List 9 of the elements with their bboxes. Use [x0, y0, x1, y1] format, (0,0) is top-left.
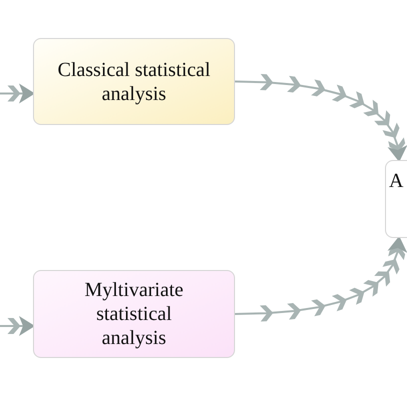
box-label: A — [389, 169, 404, 193]
chevron-arrow — [0, 84, 33, 104]
box-label: Classical statistical analysis — [56, 58, 212, 106]
chevron-arrow — [234, 74, 407, 160]
box-label: Myltivariate statistical analysis — [84, 278, 184, 350]
process-box — [33, 38, 235, 125]
chevron-arrow — [0, 316, 33, 336]
chevron-arrow — [234, 238, 407, 322]
process-box — [33, 270, 235, 358]
